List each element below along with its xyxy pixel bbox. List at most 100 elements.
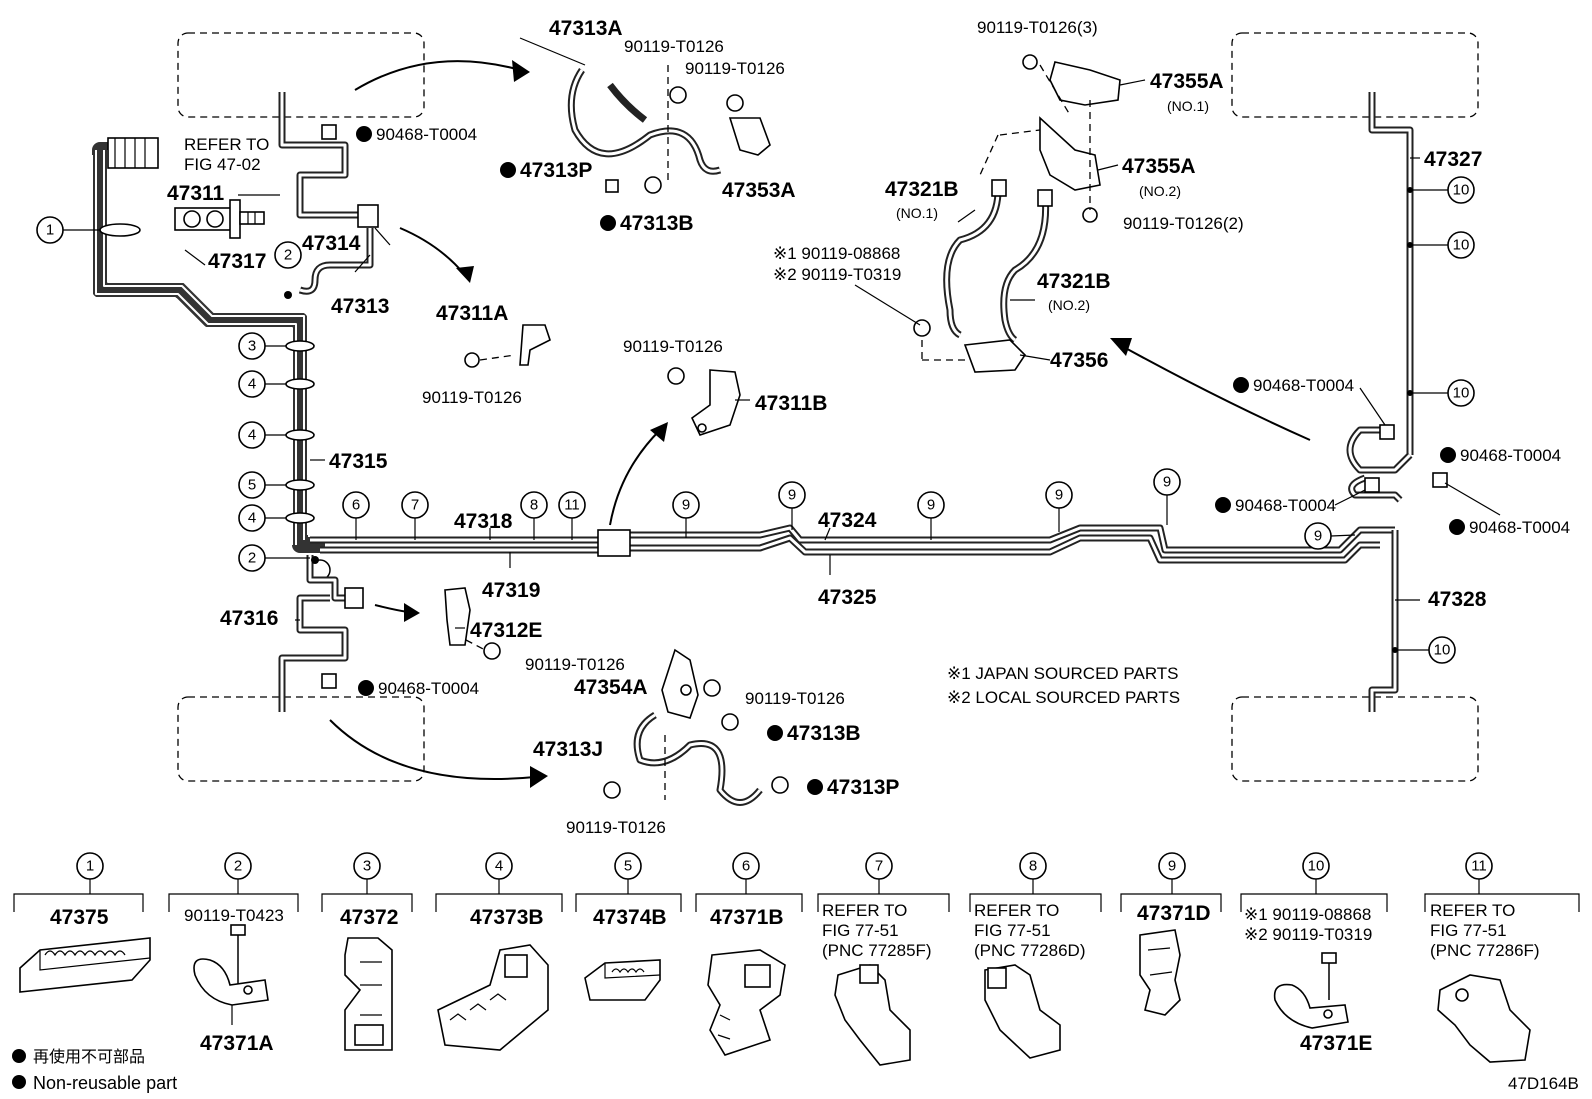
legend-num-7: 7 [875, 858, 883, 875]
callout-9f: 9 [1314, 528, 1322, 545]
label-alt2-top: ※2 90119-T0319 [773, 265, 901, 284]
bracket-47312E [444, 587, 501, 660]
callout-2a: 2 [284, 247, 292, 264]
label-47313: 47313 [331, 295, 389, 318]
legend-10-line2: ※2 90119-T0319 [1244, 925, 1372, 944]
legend-1-title: 47375 [50, 906, 109, 929]
label-no2-b: (NO.2) [1048, 297, 1090, 313]
label-90119-T0126-g: 90119-T0126 [566, 818, 666, 837]
label-47313P-top: 47313P [520, 159, 592, 182]
nonreusable-dot [807, 779, 823, 795]
callout-7: 7 [411, 497, 419, 514]
brackets-47355A [1022, 54, 1121, 223]
leader-lines [184, 37, 1501, 629]
label-refer-to: REFER TO [184, 135, 269, 154]
legend-7-line1: REFER TO [822, 901, 907, 920]
legend-num-1: 1 [86, 858, 94, 875]
label-47356: 47356 [1050, 349, 1108, 372]
legend-part-drawings [19, 924, 1531, 1066]
legend-num-5: 5 [624, 858, 632, 875]
label-47313J: 47313J [533, 738, 603, 761]
label-90119-T0126-b: 90119-T0126 [685, 59, 785, 78]
label-47313P-bot: 47313P [827, 776, 899, 799]
legend-11-line1: REFER TO [1430, 901, 1515, 920]
legend-8-line3: (PNC 77286D) [974, 941, 1086, 960]
label-90468-T0004-r4: 90468-T0004 [1469, 518, 1570, 537]
callout-2b: 2 [248, 550, 256, 567]
label-47311B: 47311B [755, 392, 827, 415]
legend-11-line2: FIG 77-51 [1430, 921, 1507, 940]
label-90468-T0004-r3: 90468-T0004 [1235, 496, 1336, 515]
legend-8-line2: FIG 77-51 [974, 921, 1051, 940]
nonreusable-dot [600, 215, 616, 231]
label-47313B-top: 47313B [620, 212, 694, 235]
callout-10c: 10 [1453, 385, 1470, 402]
rear-right-area-box [1231, 696, 1479, 782]
legend-10-line1: ※1 90119-08868 [1244, 905, 1371, 924]
label-47311: 47311 [167, 182, 225, 205]
legend-num-2: 2 [234, 858, 242, 875]
legend-num-4: 4 [495, 858, 503, 875]
label-47325: 47325 [818, 586, 877, 609]
rear-left-area-box [177, 696, 425, 782]
label-47315: 47315 [329, 450, 388, 473]
label-47321B-1: 47321B [885, 178, 959, 201]
front-left-area-box [177, 32, 425, 118]
label-47319: 47319 [482, 579, 540, 602]
callout-3: 3 [248, 338, 256, 355]
callout-1: 1 [46, 222, 54, 239]
legend-num-11: 11 [1471, 858, 1487, 875]
part-labels: 47313A 90119-T0126 90119-T0126 47313P 47… [167, 17, 1570, 837]
nonreusable-dot [1215, 497, 1231, 513]
callout-9c: 9 [927, 497, 935, 514]
legend-2-bottom: 47371A [200, 1032, 274, 1055]
right-vertical-lines [1346, 92, 1414, 712]
nonreusable-dot [358, 680, 374, 696]
flex-hose-47313J [603, 648, 789, 806]
footer: 再使用不可部品 Non-reusable part 47D164B [12, 1048, 1579, 1093]
label-90119-T0126-c: 90119-T0126 [422, 388, 522, 407]
label-no2-a: (NO.2) [1139, 183, 1181, 199]
label-47311A: 47311A [436, 302, 508, 325]
legend-9-title: 47371D [1137, 902, 1211, 925]
label-90468-T0004-r2: 90468-T0004 [1460, 446, 1561, 465]
junction-block [107, 137, 159, 169]
legend-num-3: 3 [363, 858, 371, 875]
label-47313A: 47313A [549, 17, 623, 40]
flow-arrows [329, 60, 1311, 788]
label-no1-b: (NO.1) [896, 205, 938, 221]
label-90119-T0126-a: 90119-T0126 [624, 37, 724, 56]
footer-nonreusable-en: Non-reusable part [33, 1073, 177, 1093]
nonreusable-dot [500, 162, 516, 178]
flex-hoses-47321B [913, 129, 1053, 373]
pipe-47314 [278, 92, 379, 295]
label-90468-T0004-tl: 90468-T0004 [376, 125, 477, 144]
callout-4b: 4 [248, 427, 256, 444]
callout-11: 11 [564, 497, 580, 514]
callout-10a: 10 [1453, 182, 1470, 199]
label-47353A: 47353A [722, 179, 796, 202]
callout-5: 5 [248, 477, 256, 494]
left-line-bundle [91, 142, 325, 553]
footer-nonreusable-jp: 再使用不可部品 [33, 1048, 145, 1066]
legend-7-line3: (PNC 77285F) [822, 941, 932, 960]
pipe-47316 [278, 555, 364, 712]
nonreusable-dot [1449, 519, 1465, 535]
label-47313B-bot: 47313B [787, 722, 861, 745]
callout-10b: 10 [1453, 237, 1470, 254]
label-47312E: 47312E [470, 619, 542, 642]
label-90468-T0004-bl: 90468-T0004 [378, 679, 479, 698]
callout-9e: 9 [1163, 474, 1171, 491]
legend-num-8: 8 [1029, 858, 1037, 875]
note-local-sourced: ※2 LOCAL SOURCED PARTS [947, 688, 1180, 707]
bracket-47311B [667, 367, 741, 436]
label-90468-T0004-r1: 90468-T0004 [1253, 376, 1354, 395]
label-90119-T0126-d: 90119-T0126 [623, 337, 723, 356]
nonreusable-dot-en [12, 1075, 26, 1089]
label-47318: 47318 [454, 510, 513, 533]
legend-8-line1: REFER TO [974, 901, 1059, 920]
line-joint [597, 529, 631, 557]
label-90119-T0126-f: 90119-T0126 [745, 689, 845, 708]
label-90119-T0126-e: 90119-T0126 [525, 655, 625, 674]
callout-4a: 4 [248, 376, 256, 393]
